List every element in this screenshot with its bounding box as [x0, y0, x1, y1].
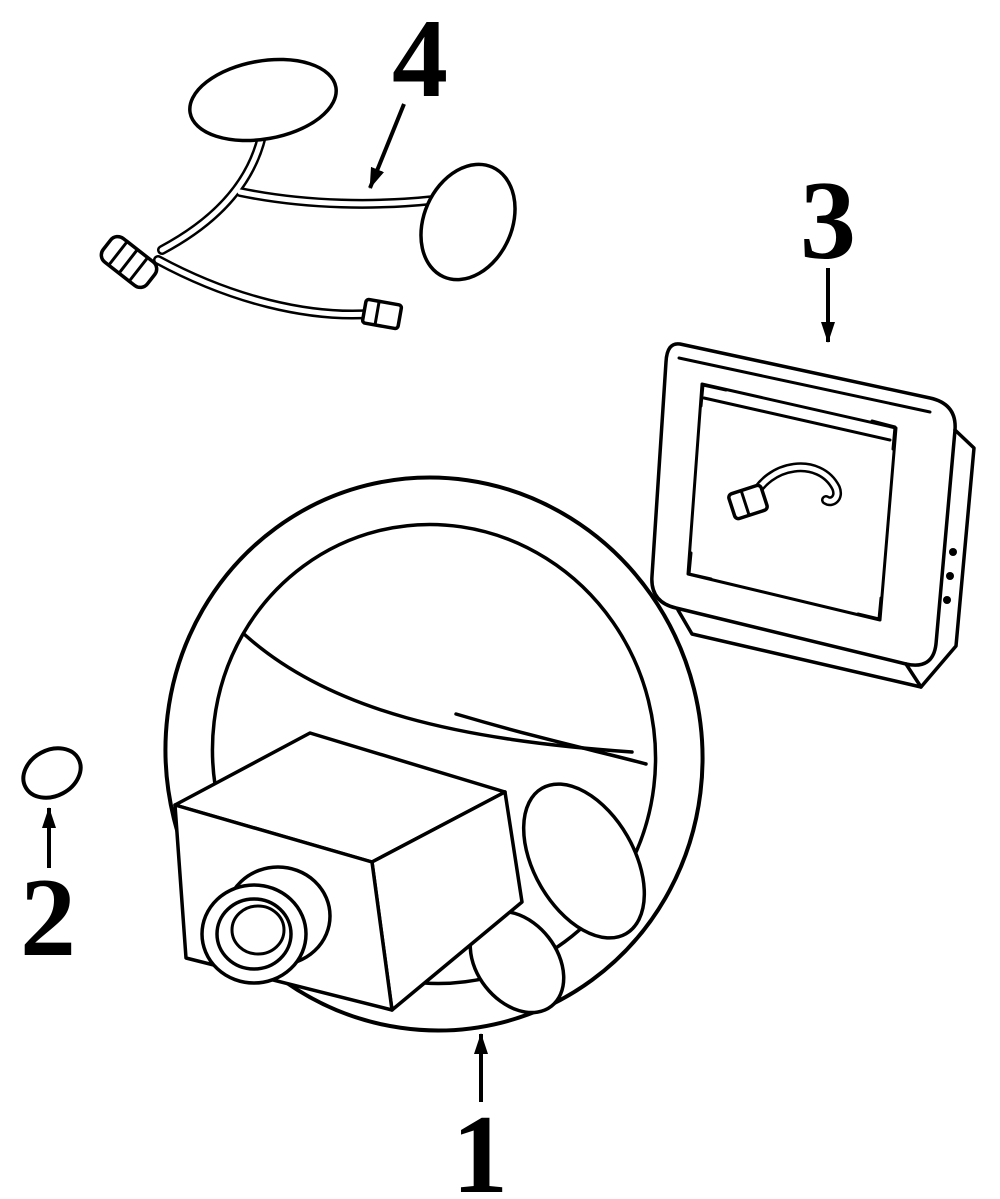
callout-2[interactable]: 2	[20, 807, 76, 980]
airbag-module-housing-drawing	[650, 342, 976, 689]
module-bottom-band	[904, 662, 923, 689]
module-side-band	[676, 428, 976, 689]
module-top-flange	[677, 356, 932, 414]
callout-4-arrow	[368, 103, 406, 189]
module-outer-plate	[650, 342, 957, 667]
module-wire-connector	[727, 483, 769, 521]
callout-3[interactable]: 3	[800, 159, 856, 343]
harness-end-connector	[360, 297, 404, 331]
callout-1-number[interactable]: 1	[452, 1093, 508, 1199]
callout-2-number[interactable]: 2	[20, 856, 76, 980]
steering-wheel-drawing	[163, 475, 705, 1033]
module-rivet-dots	[943, 548, 957, 604]
harness-upper-paddle	[188, 57, 338, 143]
module-corner-tabs	[687, 383, 897, 621]
wheel-spoke-cutout-upper	[521, 782, 647, 940]
wheel-pad-seam-lower	[454, 712, 648, 766]
harness-right-paddle	[419, 162, 517, 282]
module-inner-top-line	[702, 396, 892, 442]
callout-1[interactable]: 1	[452, 1033, 508, 1199]
retainer-oval	[21, 746, 83, 800]
wheel-pad-seam-upper	[242, 632, 634, 754]
harness-wires	[153, 131, 439, 320]
callout-4-number[interactable]: 4	[392, 0, 448, 121]
oval-retainer-drawing	[21, 746, 83, 800]
callout-3-number[interactable]: 3	[800, 159, 856, 283]
harness-left-connector	[99, 234, 159, 290]
clockspring-wire-harness-drawing	[99, 57, 517, 331]
module-wire	[747, 462, 842, 507]
callout-4[interactable]: 4	[368, 0, 448, 189]
hub-cylinder	[200, 865, 332, 985]
